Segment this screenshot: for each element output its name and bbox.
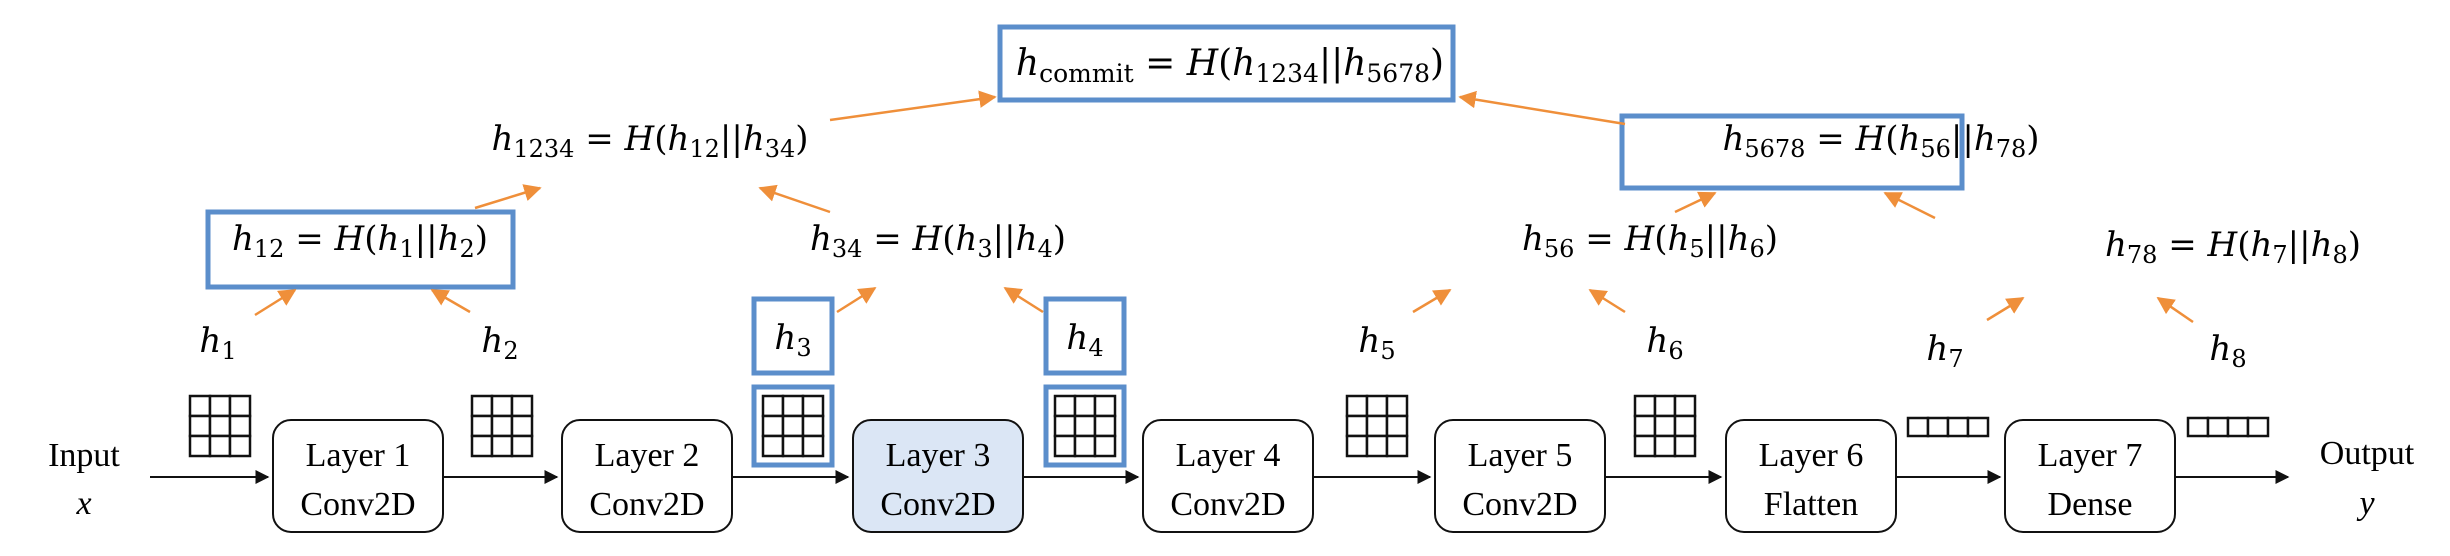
leaf-hash-6: h6 xyxy=(1646,321,1683,365)
hash-arrow-7 xyxy=(2156,296,2194,324)
hash-arrow-11 xyxy=(1883,191,1936,220)
pair-hash-34-equation: h34 = H(h3||h4) xyxy=(810,219,1066,263)
leaf-hash-8: h8 xyxy=(2209,329,2246,373)
layer-type: Conv2D xyxy=(300,486,415,523)
pair-hash-12-equation: h12 = H(h1||h2) xyxy=(232,219,488,263)
branch-hash-5678: h5678 = H(h56||h78) xyxy=(1619,113,2040,191)
leaf-hash-label: h2 xyxy=(481,321,518,365)
leaf-hash-label: h6 xyxy=(1646,321,1683,365)
pair-hash-56: h56 = H(h5||h6) xyxy=(1522,219,1778,263)
layer-box-2: Layer 2 Conv2D xyxy=(561,419,733,533)
highlight-frame xyxy=(997,24,1456,103)
layer-name: Layer 2 xyxy=(595,437,700,474)
branch-hash-5678-equation: h5678 = H(h56||h78) xyxy=(1722,119,2039,163)
feature-map-icon-1 xyxy=(188,394,252,458)
leaf-hash-label: h8 xyxy=(2209,329,2246,373)
input-variable: x xyxy=(75,485,91,522)
output-label: Output xyxy=(2320,435,2415,472)
hash-arrow-4 xyxy=(1412,288,1452,314)
leaf-hash-label: h5 xyxy=(1358,321,1395,365)
hash-arrow-6 xyxy=(1986,296,2025,322)
leaf-hash-label: h4 xyxy=(1066,318,1103,362)
hash-arrow-10 xyxy=(1674,191,1717,214)
leaf-hash-1: h1 xyxy=(199,321,236,365)
pair-hash-56-equation: h56 = H(h5||h6) xyxy=(1522,219,1778,263)
leaf-hash-7: h7 xyxy=(1926,329,1963,373)
hash-arrow-0 xyxy=(254,288,297,317)
feature-map-icon-3 xyxy=(751,384,835,468)
layer-name: Layer 3 xyxy=(886,437,991,474)
layer-type: Dense xyxy=(2048,486,2133,523)
feature-map-icon-4 xyxy=(1043,384,1127,468)
hash-arrow-5 xyxy=(1588,288,1626,314)
tensor-icons xyxy=(188,384,2270,468)
layer-type: Conv2D xyxy=(1462,486,1577,523)
branch-hash-1234-equation: h1234 = H(h12||h34) xyxy=(491,119,808,163)
vector-icon-8 xyxy=(2186,416,2270,438)
layer-name: Layer 7 xyxy=(2038,437,2143,474)
input-label: Input xyxy=(48,437,120,474)
root-commitment-equation: hcommit = H(h1234||h5678) xyxy=(1016,43,1444,88)
hash-arrow-2 xyxy=(836,286,877,314)
feature-map-icon-6 xyxy=(1633,394,1697,458)
highlight-frame xyxy=(1619,113,1965,191)
leaf-hash-label: h7 xyxy=(1926,329,1963,373)
pair-hash-34: h34 = H(h3||h4) xyxy=(810,219,1066,263)
hash-tree: h1 h2 h3 h4 h5 h6 h7 h8 h12 = H(h1||h2) h34 = H(h… xyxy=(199,24,2361,376)
pair-hash-78: h78 = H(h7||h8) xyxy=(2105,225,2361,269)
highlight-frame xyxy=(751,384,835,468)
layer-name: Layer 1 xyxy=(306,437,411,474)
feature-map-icon-2 xyxy=(470,394,534,458)
layer-name: Layer 5 xyxy=(1468,437,1573,474)
branch-hash-1234: h1234 = H(h12||h34) xyxy=(491,119,808,163)
layer-box-7: Layer 7 Dense xyxy=(2004,419,2176,533)
layer-box-3: Layer 3 Conv2D xyxy=(852,419,1024,533)
layer-box-4: Layer 4 Conv2D xyxy=(1142,419,1314,533)
layer-box-1: Layer 1 Conv2D xyxy=(272,419,444,533)
root-commitment: hcommit = H(h1234||h5678) xyxy=(997,24,1456,103)
output-variable: y xyxy=(2356,485,2375,522)
hash-arrow-12 xyxy=(829,90,997,122)
layer-type: Conv2D xyxy=(880,486,995,523)
highlight-frame xyxy=(1043,296,1127,376)
layer-type: Conv2D xyxy=(1170,486,1285,523)
layer-box-6: Layer 6 Flatten xyxy=(1725,419,1897,533)
leaf-hash-4: h4 xyxy=(1043,296,1127,376)
highlight-frame xyxy=(751,296,835,376)
layer-name: Layer 6 xyxy=(1759,437,1864,474)
feature-map-icon-5 xyxy=(1345,394,1409,458)
leaf-hash-label: h1 xyxy=(199,321,236,365)
layer-type: Flatten xyxy=(1764,486,1858,523)
layer-box-5: Layer 5 Conv2D xyxy=(1434,419,1606,533)
layer-name: Layer 4 xyxy=(1176,437,1281,474)
hash-arrow-1 xyxy=(430,288,471,314)
pair-hash-12: h12 = H(h1||h2) xyxy=(205,209,516,290)
hash-arrow-9 xyxy=(758,184,831,214)
vector-icon-7 xyxy=(1906,416,1990,438)
leaf-hash-label: h3 xyxy=(774,318,811,362)
pair-hash-78-equation: h78 = H(h7||h8) xyxy=(2105,225,2361,269)
highlight-frame xyxy=(1043,384,1127,468)
leaf-hash-5: h5 xyxy=(1358,321,1395,365)
hash-arrow-8 xyxy=(474,184,542,210)
highlight-frame xyxy=(205,209,516,290)
leaf-hash-3: h3 xyxy=(751,296,835,376)
leaf-hash-2: h2 xyxy=(481,321,518,365)
hash-arrow-13 xyxy=(1458,90,1626,126)
layer-type: Conv2D xyxy=(589,486,704,523)
hash-arrow-3 xyxy=(1003,286,1044,314)
